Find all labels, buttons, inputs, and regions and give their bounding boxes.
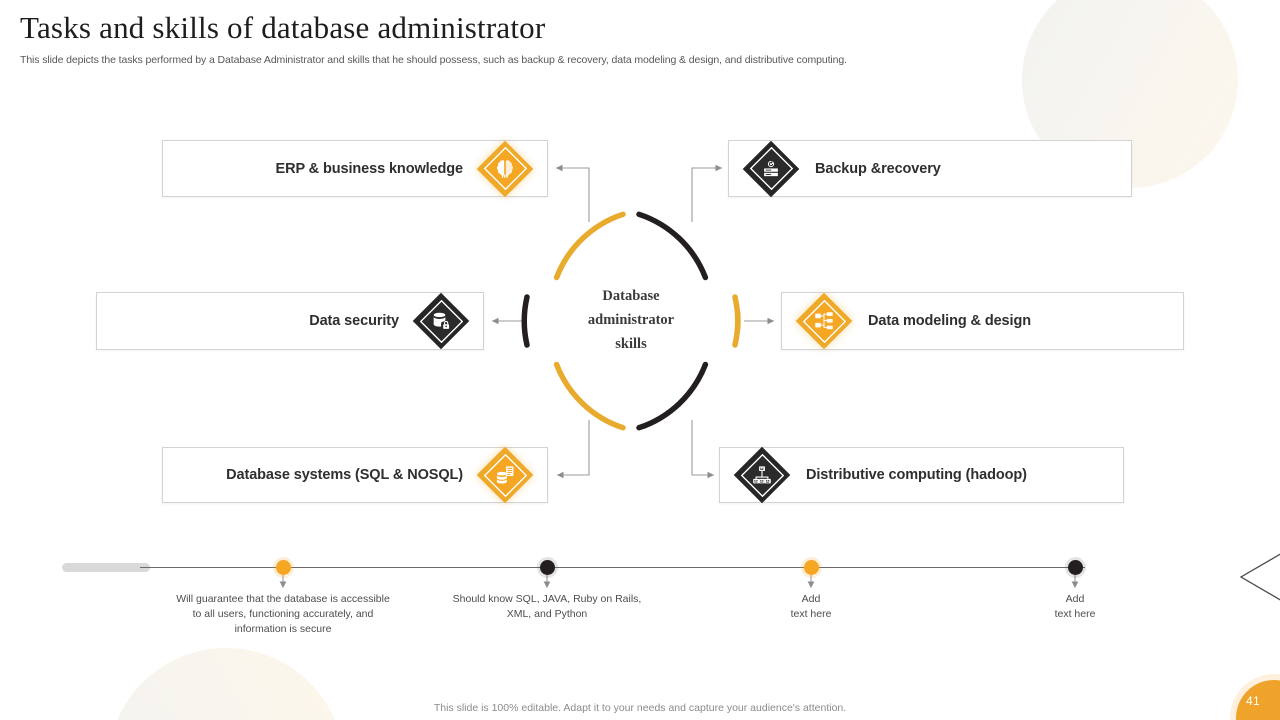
box-distributive-computing[interactable]: Distributive computing (hadoop) xyxy=(719,446,1124,504)
page-subtitle: This slide depicts the tasks performed b… xyxy=(20,54,847,66)
timeline-axis xyxy=(140,567,1085,569)
page-number-badge: 41 xyxy=(1236,680,1280,720)
hub-label-line-2: administrator xyxy=(587,312,675,329)
box-erp-label: ERP & business knowledge xyxy=(275,160,464,177)
timeline-start-cap xyxy=(62,563,150,572)
database-lock-icon xyxy=(412,292,470,350)
brain-icon xyxy=(476,140,534,197)
database-stack-icon xyxy=(476,446,534,504)
backup-restore-icon xyxy=(742,140,800,197)
box-backup-recovery[interactable]: Backup &recovery xyxy=(728,140,1132,197)
box-data-modeling-design[interactable]: Data modeling & design xyxy=(781,292,1184,350)
box-data-security-label: Data security xyxy=(309,313,399,329)
timeline-arrows xyxy=(279,575,1079,589)
network-nodes-icon xyxy=(733,446,791,504)
hub-arc-segments xyxy=(521,211,741,431)
hub-label: Database administrator skills xyxy=(515,205,747,437)
box-database-systems[interactable]: Database systems (SQL & NOSQL) xyxy=(162,446,548,504)
timeline-dot-4[interactable] xyxy=(1068,560,1083,575)
box-data-security[interactable]: Data security xyxy=(96,292,484,350)
timeline-text-3: Add text here xyxy=(790,593,832,621)
footer-note: This slide is 100% editable. Adapt it to… xyxy=(433,702,847,714)
box-database-systems-label: Database systems (SQL & NOSQL) xyxy=(226,467,463,483)
decorative-chevron-icon xyxy=(1239,553,1280,601)
data-model-icon xyxy=(795,292,853,350)
timeline-dot-1[interactable] xyxy=(276,560,291,575)
page-number-label: 41 xyxy=(1246,694,1260,708)
box-distributive-label: Distributive computing (hadoop) xyxy=(806,467,1027,483)
box-data-modeling-label: Data modeling & design xyxy=(868,313,1031,329)
timeline-text-4: Add text here xyxy=(1054,593,1096,621)
timeline-text-2: Should know SQL, JAVA, Ruby on Rails, XM… xyxy=(452,593,642,621)
timeline-dot-3[interactable] xyxy=(804,560,819,575)
timeline-text-1: Will guarantee that the database is acce… xyxy=(176,593,390,636)
box-backup-label: Backup &recovery xyxy=(815,160,941,177)
page-title: Tasks and skills of database administrat… xyxy=(20,10,546,45)
hub-ring: Database administrator skills xyxy=(515,205,747,437)
hub-label-line-1: Database xyxy=(602,288,660,305)
hub-label-line-3: skills xyxy=(615,335,647,352)
connector-lines xyxy=(492,164,774,479)
timeline-dot-2[interactable] xyxy=(540,560,555,575)
box-erp-business-knowledge[interactable]: ERP & business knowledge xyxy=(162,140,548,197)
